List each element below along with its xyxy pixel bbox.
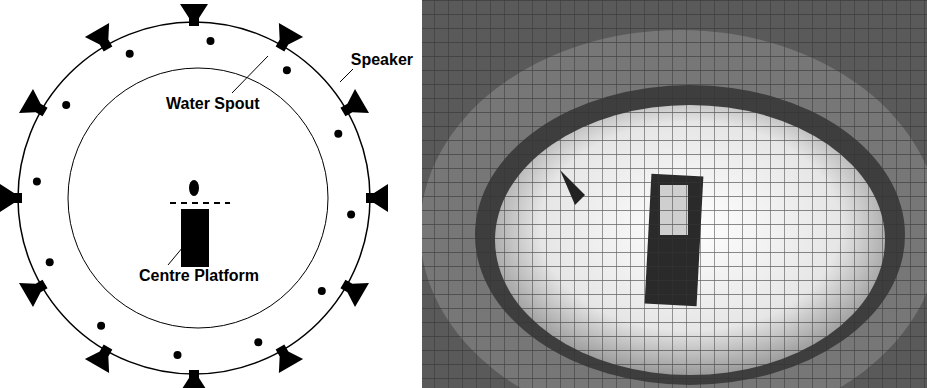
speaker-symbol — [366, 184, 388, 212]
speaker-symbol — [19, 272, 52, 307]
photo-background — [422, 0, 927, 388]
inner-circle — [68, 68, 328, 328]
speaker-symbol — [19, 89, 52, 124]
speaker-ring — [0, 4, 388, 388]
speaker-symbol — [0, 184, 22, 212]
speaker-symbol — [336, 272, 369, 307]
platform-edge — [170, 202, 230, 204]
bird — [560, 170, 585, 205]
mesh-cover — [422, 0, 927, 388]
speaker-symbol — [85, 23, 120, 56]
centre-platform — [181, 209, 209, 269]
water-spout — [33, 178, 41, 186]
water-spout — [174, 351, 182, 359]
water-spout — [62, 101, 70, 109]
platform-spout — [189, 180, 199, 196]
part-label: Water Spout — [164, 95, 262, 113]
part-label: Speaker — [349, 51, 415, 69]
speaker-symbol — [85, 340, 120, 373]
water-spout — [283, 66, 291, 74]
speaker-symbol — [268, 23, 303, 56]
speaker-symbol — [268, 340, 303, 373]
speaker-symbol — [180, 4, 208, 26]
outer-circle — [18, 22, 370, 374]
part-label: Centre Platform — [137, 267, 261, 285]
water-spout — [46, 258, 54, 266]
water-spout — [334, 130, 342, 138]
water-spout — [347, 211, 355, 219]
speaker-symbol — [336, 89, 369, 124]
water-spout — [126, 50, 134, 58]
speaker-symbol — [180, 370, 208, 388]
water-spout — [97, 322, 105, 330]
leader-line — [232, 56, 268, 93]
water-spout — [207, 37, 215, 45]
leader-line — [168, 247, 183, 265]
water-spout — [318, 287, 326, 295]
water-spout — [254, 338, 262, 346]
